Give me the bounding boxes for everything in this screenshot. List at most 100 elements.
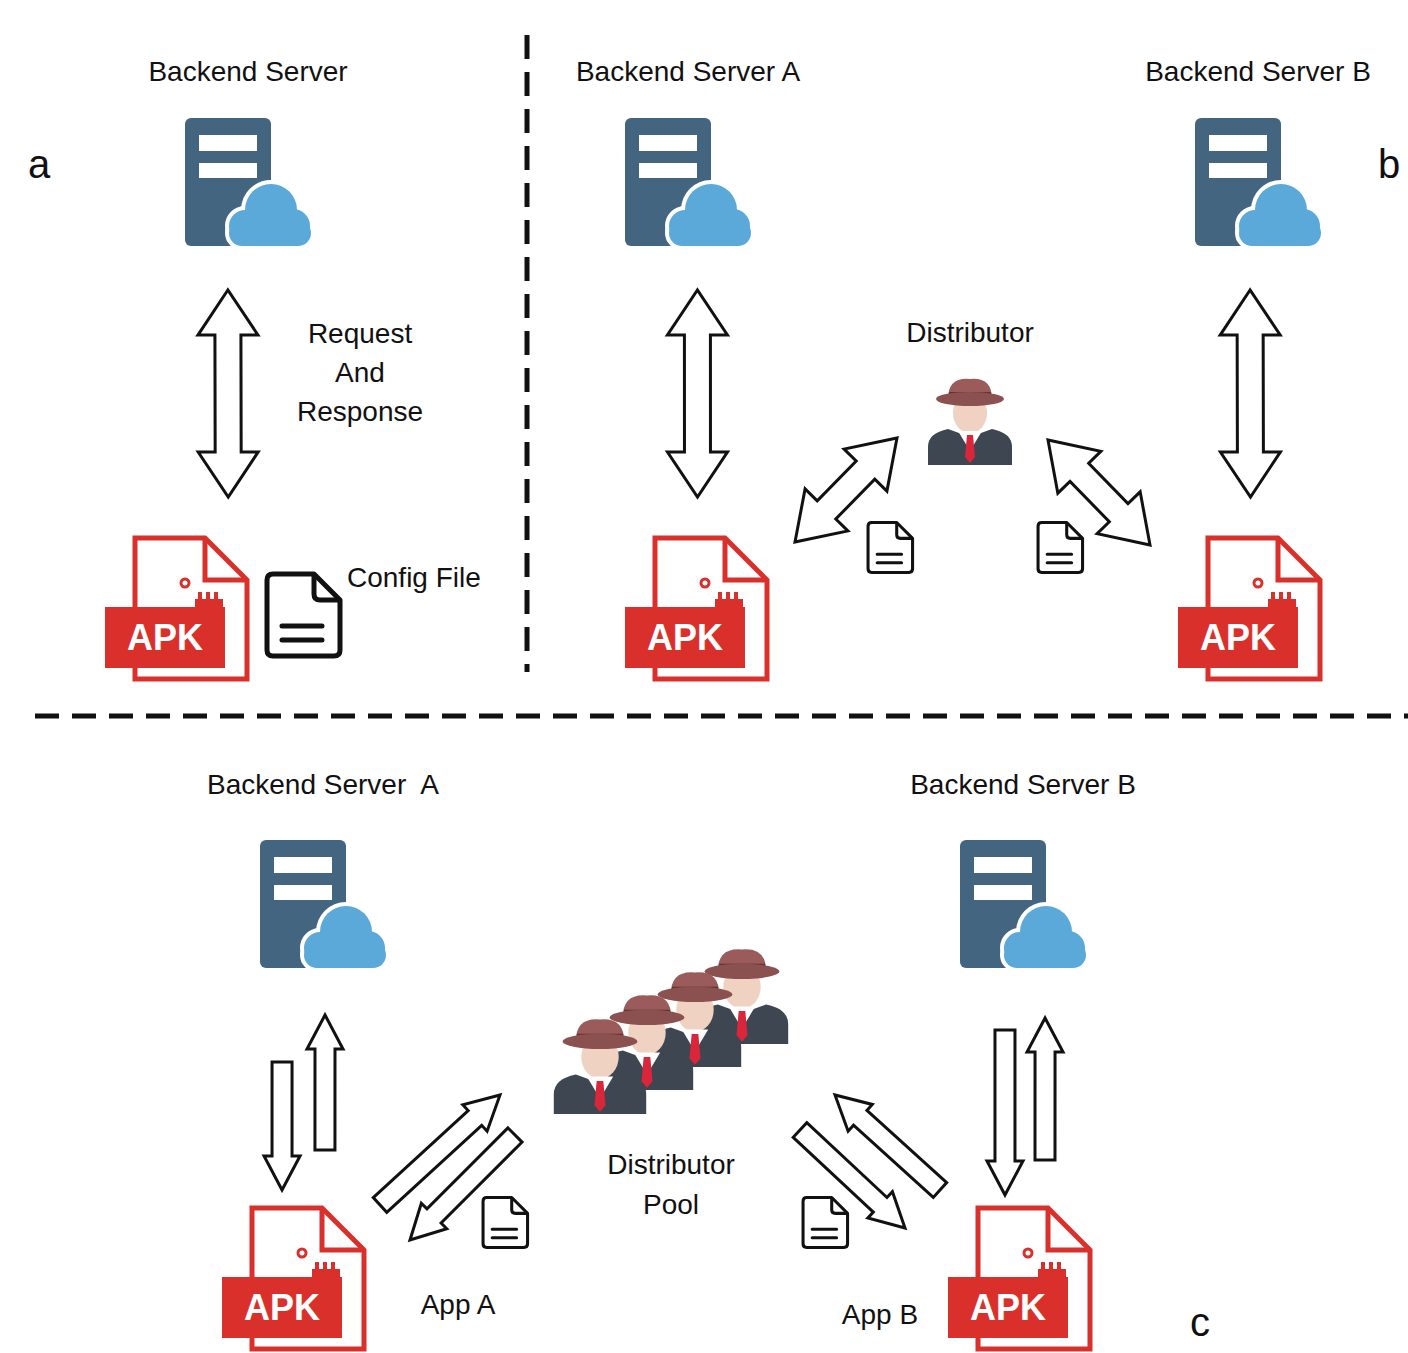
apk-chip-pin	[206, 592, 210, 599]
server-slot	[974, 885, 1032, 900]
panel-divider	[525, 35, 530, 672]
person-body	[554, 1074, 646, 1114]
cloud-shape	[229, 184, 311, 246]
cloud-shape	[669, 184, 751, 246]
server-icon	[260, 840, 386, 968]
backend-server: Backend Server A	[625, 118, 751, 246]
hat-brim	[563, 1034, 638, 1049]
config-file-icon	[1038, 523, 1083, 573]
server-icon	[1195, 118, 1321, 246]
node-heading: Backend Server B	[910, 768, 1136, 802]
server-slot	[274, 885, 332, 900]
server-slot	[639, 163, 697, 178]
backend-server: Backend Server A	[260, 840, 386, 968]
cloud-shape	[1239, 184, 1321, 246]
apk-label: APK	[1178, 607, 1298, 668]
apk-chip-pin	[214, 592, 218, 599]
distributor-figure	[928, 379, 1012, 465]
hollow-arrow	[987, 1030, 1023, 1195]
cloud-part	[1004, 942, 1086, 968]
panel-letter: c	[1190, 1298, 1210, 1346]
apk-file: APKApp B	[948, 1205, 1093, 1352]
node-heading: Distributor	[906, 316, 1034, 350]
apk-icon	[222, 1205, 367, 1352]
person-tie	[737, 1011, 748, 1042]
server-slot	[274, 857, 332, 873]
hollow-arrow	[793, 1123, 905, 1228]
hollow-arrow	[1027, 1018, 1063, 1160]
pool-icon	[545, 945, 797, 1115]
apk-chip	[1038, 1269, 1066, 1277]
server-icon	[185, 118, 311, 246]
apk-chip-pin	[1271, 592, 1275, 599]
distributor: Distributor	[920, 375, 1020, 465]
hollow-arrow	[410, 1128, 522, 1240]
apk-chip-pin	[315, 1262, 319, 1269]
apk-banner	[948, 1277, 1068, 1338]
apk-file: APK	[1178, 535, 1323, 682]
apk-dot	[1024, 1249, 1032, 1257]
hollow-arrow	[667, 290, 727, 497]
apk-chip-pin	[323, 1262, 327, 1269]
apk-banner	[105, 607, 225, 668]
apk-label: APK	[948, 1277, 1068, 1338]
app-name: App A	[421, 1288, 496, 1322]
apk-chip	[195, 599, 223, 607]
apk-fold	[1278, 538, 1320, 580]
person-tie	[965, 435, 975, 463]
config-file-icon	[803, 1198, 848, 1248]
apk-chip-pin	[1279, 592, 1283, 599]
server-slot	[639, 135, 697, 151]
apk-chip-pin	[718, 592, 722, 599]
node-heading: Backend Server	[148, 55, 347, 89]
config-file-icon	[483, 1198, 528, 1248]
cloud-part	[304, 942, 386, 968]
apk-banner	[625, 607, 745, 668]
apk-dot	[1254, 579, 1262, 587]
hollow-arrow	[307, 1015, 343, 1150]
apk-dot	[298, 1249, 306, 1257]
apk-chip-pin	[734, 592, 738, 599]
cloud-part	[304, 942, 386, 968]
hat-brim	[936, 392, 1004, 406]
apk-chip	[1268, 599, 1296, 607]
cloud-part	[1239, 220, 1321, 246]
person-tie	[595, 1081, 606, 1112]
backend-server: Backend Server	[185, 118, 311, 246]
apk-label: APK	[625, 607, 745, 668]
apk-chip-pin	[331, 1262, 335, 1269]
cloud-part	[669, 220, 751, 246]
node-heading: Backend Server A	[576, 55, 800, 89]
panel-letter: a	[28, 140, 50, 188]
apk-dot	[181, 579, 189, 587]
apk-fold	[725, 538, 767, 580]
apk-icon	[105, 535, 250, 682]
hollow-arrow	[264, 1062, 300, 1190]
apk-banner	[1178, 607, 1298, 668]
cloud-part	[1239, 220, 1321, 246]
server-slot	[199, 135, 257, 151]
apk-chip-pin	[1287, 592, 1291, 599]
node-heading: Backend Server B	[1145, 55, 1371, 89]
distributor-figure	[554, 1019, 646, 1114]
file-label: Config File	[347, 560, 481, 596]
apk-icon	[625, 535, 770, 682]
apk-chip-pin	[198, 592, 202, 599]
hollow-arrow	[198, 290, 258, 497]
panel-letter: b	[1378, 140, 1400, 188]
cloud-shape	[304, 906, 386, 968]
apk-banner	[222, 1277, 342, 1338]
hollow-arrow	[1220, 290, 1280, 497]
config-file-icon	[868, 523, 913, 573]
apk-fold	[1048, 1208, 1090, 1250]
distributor: Distributor Pool	[545, 945, 797, 1115]
cloud-part	[669, 220, 751, 246]
server-icon	[960, 840, 1086, 968]
node-heading: Backend Server A	[207, 768, 439, 802]
server-slot	[974, 857, 1032, 873]
server-slot	[199, 163, 257, 178]
apk-chip-pin	[1057, 1262, 1061, 1269]
backend-server: Backend Server B	[960, 840, 1086, 968]
panel-divider	[35, 714, 1408, 719]
